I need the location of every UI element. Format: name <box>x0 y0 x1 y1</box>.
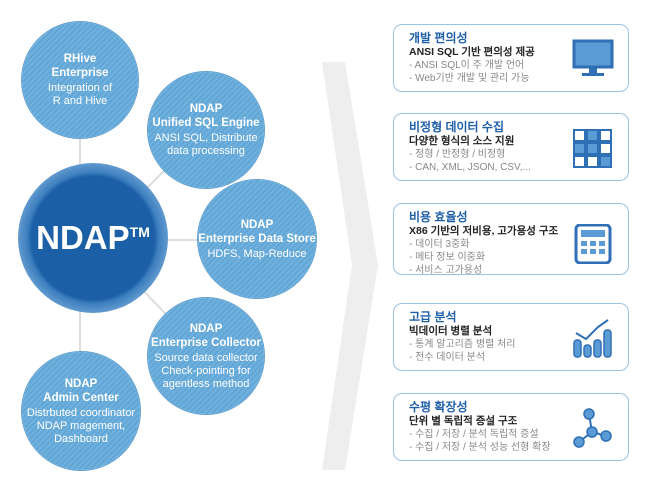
trademark: TM <box>129 224 150 240</box>
feature-sub: 단위 별 독립적 증설 구조 <box>409 415 518 427</box>
feature-sub: 다양한 형식의 소스 지원 <box>409 135 515 147</box>
feature-item: - 정형 / 반정형 / 비정형 <box>409 149 506 160</box>
feature-heading: 비정형 데이터 수집 <box>409 120 504 134</box>
center-label: NDAP <box>36 219 130 256</box>
node-desc: NDAP magement, <box>36 419 126 432</box>
node-title: Unified SQL Engine <box>152 117 260 129</box>
node-desc: Distrbuted coordinator <box>26 406 136 419</box>
feature-heading: 수평 확장성 <box>409 400 468 414</box>
node-title: Enterprise <box>51 67 109 79</box>
node-title: RHive <box>63 53 97 65</box>
node-desc: Check-pointing for <box>161 364 251 377</box>
feature-horizontal-scalability: 수평 확장성 단위 별 독립적 증설 구조 - 수집 / 저장 / 분석 독립적… <box>393 393 629 461</box>
grid-icon <box>573 129 612 168</box>
network-icon <box>573 408 612 448</box>
feature-unstructured-collection: 비정형 데이터 수집 다양한 형식의 소스 지원 - 정형 / 반정형 / 비정… <box>393 113 629 181</box>
monitor-icon <box>572 39 614 76</box>
feature-item: - 전수 데이터 분석 <box>409 352 486 363</box>
node-desc: ANSI SQL, Distribute <box>154 132 258 144</box>
feature-item: - CAN, XML, JSON, CSV,... <box>409 162 531 173</box>
node-title: NDAP <box>64 377 98 390</box>
node-title: Enterprise Collector <box>151 336 261 349</box>
node-desc: Integration of <box>47 82 113 94</box>
calculator-icon <box>574 224 612 264</box>
node-title: NDAP <box>189 103 223 115</box>
node-title: NDAP <box>240 218 274 231</box>
feature-item: - 통계 알고리즘 병렬 처리 <box>409 339 516 350</box>
node-title: Enterprise Data Store <box>198 232 316 245</box>
feature-heading: 비용 효율성 <box>409 210 468 224</box>
node-desc: Dashboard <box>54 432 108 445</box>
feature-cost-efficiency: 비용 효율성 X86 기반의 저비용, 고가용성 구조 - 데이터 3중화 - … <box>393 203 629 276</box>
bar-chart-icon <box>573 319 612 358</box>
feature-dev-convenience: 개발 편의성 ANSI SQL 기반 편의성 제공 - ANSI SQL이 주 … <box>393 24 629 92</box>
feature-item: - 서비스 고가용성 <box>409 265 483 276</box>
feature-sub: ANSI SQL 기반 편의성 제공 <box>409 46 535 58</box>
feature-sub: 빅데이터 병렬 분석 <box>409 325 493 337</box>
feature-advanced-analytics: 고급 분석 빅데이터 병렬 분석 - 통계 알고리즘 병렬 처리 - 전수 데이… <box>393 303 629 371</box>
feature-item: - 수집 / 저장 / 분석 성능 선형 확장 <box>409 442 551 453</box>
feature-item: - Web기반 개발 및 관리 가능 <box>409 73 530 84</box>
feature-item: - 메타 정보 이중화 <box>409 252 486 263</box>
feature-heading: 개발 편의성 <box>409 31 468 45</box>
node-title: Admin Center <box>43 391 119 404</box>
node-desc: R and Hive <box>52 95 108 107</box>
chevron-arrow <box>322 62 378 470</box>
feature-item: - 데이터 3중화 <box>409 239 470 250</box>
node-desc: data processing <box>167 145 245 157</box>
feature-item: - 수집 / 저장 / 분석 독립적 증설 <box>409 429 539 440</box>
node-desc: HDFS, Map-Reduce <box>207 247 307 260</box>
node-desc: Source data collector <box>154 351 258 364</box>
node-desc: agentless method <box>162 377 250 390</box>
feature-heading: 고급 분석 <box>409 310 457 324</box>
node-title: NDAP <box>189 322 223 335</box>
node-unified-sql: NDAP Unified SQL Engine ANSI SQL, Distrib… <box>148 72 264 188</box>
feature-item: - ANSI SQL이 주 개발 언어 <box>409 60 525 71</box>
feature-sub: X86 기반의 저비용, 고가용성 구조 <box>409 225 559 237</box>
